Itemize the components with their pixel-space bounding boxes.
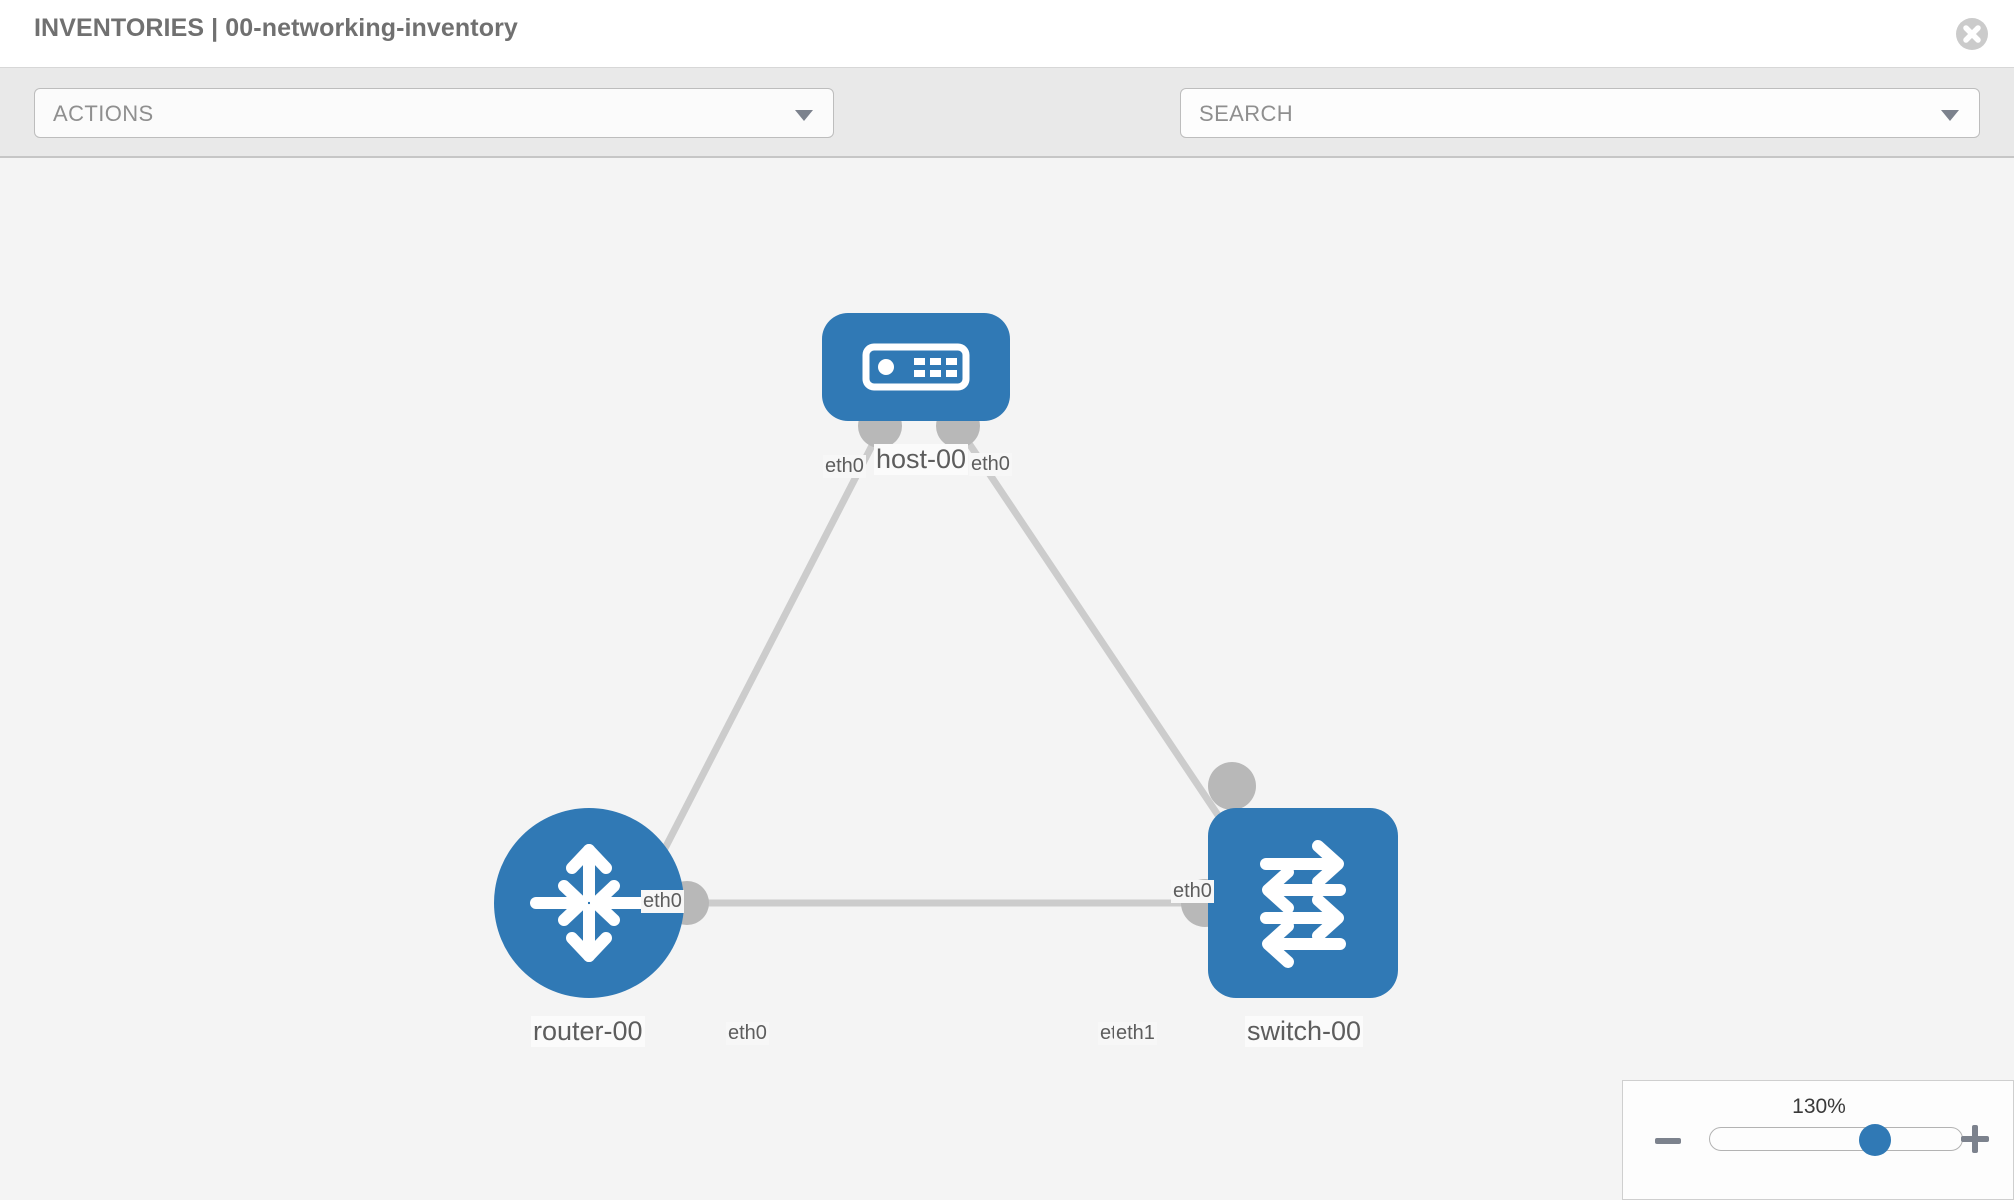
zoom-slider-track[interactable]	[1709, 1127, 1963, 1151]
port-label-switch-left-b: eth1	[1114, 1022, 1157, 1045]
port-connector	[1208, 762, 1256, 810]
link-host-router	[656, 428, 884, 860]
switch-arrows-icon	[1260, 840, 1346, 968]
search-input[interactable]: SEARCH	[1180, 88, 1980, 138]
port-label-router-right: eth0	[726, 1022, 769, 1045]
actions-dropdown-label: ACTIONS	[53, 101, 154, 126]
toolbar: ACTIONS SEARCH	[0, 68, 2014, 197]
port-label-host-right: eth0	[969, 453, 1012, 476]
topology-canvas[interactable]: host-00 router-00 switch-00 eth0 eth0 et…	[0, 158, 2014, 1200]
node-label-host-00: host-00	[874, 444, 969, 475]
zoom-slider-thumb[interactable]	[1859, 1124, 1891, 1156]
port-label-router-up: eth0	[641, 890, 684, 913]
chevron-down-icon	[795, 110, 813, 121]
plus-icon[interactable]	[1961, 1125, 1989, 1153]
topology-node-host-00[interactable]	[822, 313, 1010, 421]
page-title: INVENTORIES | 00-networking-inventory	[34, 14, 518, 42]
port-label-host-left: eth0	[823, 455, 866, 478]
node-label-switch-00: switch-00	[1245, 1016, 1364, 1047]
topology-node-switch-00[interactable]	[1208, 808, 1398, 998]
port-label-switch-up: eth0	[1171, 880, 1214, 903]
search-placeholder: SEARCH	[1199, 101, 1294, 126]
page-header: INVENTORIES | 00-networking-inventory	[0, 0, 2014, 68]
minus-icon[interactable]	[1655, 1138, 1681, 1144]
actions-dropdown[interactable]: ACTIONS	[34, 88, 834, 138]
close-icon[interactable]	[1956, 18, 1988, 50]
zoom-control-panel: 130%	[1622, 1080, 2014, 1200]
node-label-router-00: router-00	[531, 1016, 645, 1047]
server-icon	[862, 343, 970, 391]
chevron-down-icon[interactable]	[1941, 110, 1959, 121]
router-arrows-icon	[530, 844, 648, 962]
zoom-level-value: 130%	[1792, 1095, 1846, 1118]
link-host-switch	[957, 428, 1243, 850]
